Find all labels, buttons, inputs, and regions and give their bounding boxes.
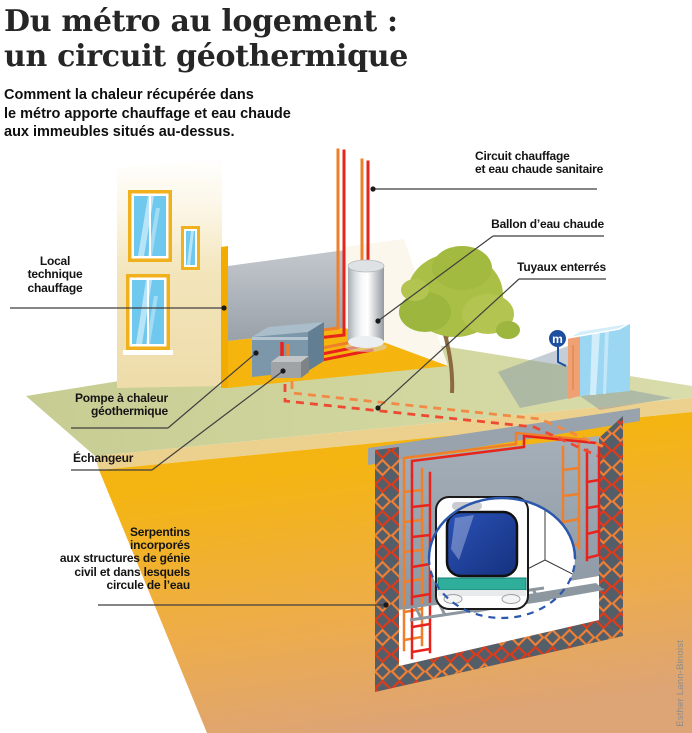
plant-room-back-wall — [228, 250, 345, 341]
metro-entrance — [498, 322, 672, 410]
window-upper-right — [181, 226, 200, 270]
window-upper-left — [128, 190, 172, 262]
leader-dots — [221, 186, 389, 608]
label-tuyaux-enterres: Tuyaux enterrés — [517, 260, 606, 274]
metro-sign-pole — [557, 347, 567, 367]
page-subtitle: Comment la chaleur récupérée dans le mét… — [4, 87, 291, 141]
buried-pipes — [283, 381, 605, 458]
label-serpentins: Serpentins incorporés aux structures de … — [59, 525, 190, 592]
leader-lines — [10, 188, 606, 606]
train-stripe — [437, 577, 527, 591]
credit-author: Esther Lann-Binoist — [675, 640, 686, 727]
hot-water-tank — [345, 259, 387, 352]
tunnel — [368, 408, 640, 692]
window-ground-floor — [123, 274, 173, 355]
tunnel-frame — [375, 416, 623, 692]
entrance-side-salmon — [568, 331, 580, 399]
page-title: Du métro au logement : un circuit géothe… — [4, 4, 409, 75]
label-circuit-chauffage: Circuit chauffage et eau chaude sanitair… — [475, 149, 604, 177]
label-local-technique: Local technique chauffage — [27, 254, 83, 295]
train-headlight-right — [501, 594, 521, 604]
label-echangeur: Échangeur — [73, 451, 134, 465]
tunnel-portal — [403, 496, 605, 622]
label-ballon-eau-chaude: Ballon d’eau chaude — [491, 217, 604, 231]
wall-coil-pipes — [402, 431, 601, 660]
train-windshield — [445, 510, 519, 578]
label-pompe-a-chaleur: Pompe à chaleur géothermique — [74, 391, 168, 419]
metro-logo-icon: m — [549, 330, 566, 347]
metro-train — [435, 496, 529, 610]
entrance-roof — [567, 322, 631, 339]
heat-exchanger — [271, 342, 309, 378]
tunnel-roof-slab — [368, 408, 640, 465]
facade-cut-edge — [221, 246, 228, 388]
